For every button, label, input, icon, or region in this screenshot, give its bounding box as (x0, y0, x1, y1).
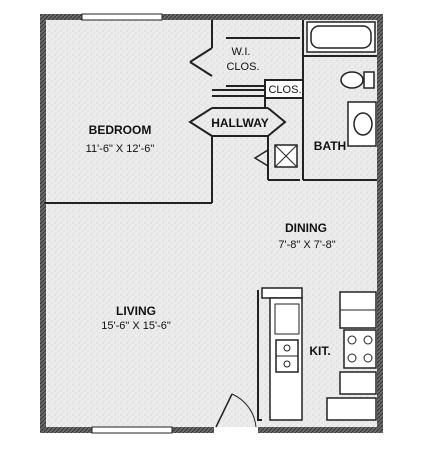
bedroom-walls (44, 20, 304, 204)
wi-closet-label-line2: CLOS. (226, 61, 259, 73)
bath-label: BATH (314, 139, 346, 153)
floor-area (42, 17, 381, 431)
exterior-walls (40, 13, 383, 434)
bedroom-label: BEDROOM (89, 123, 152, 137)
kitchen-label: KIT. (309, 344, 330, 358)
dining-label: DINING (285, 221, 327, 235)
dining-dimensions: 7'-8" X 7'-8" (278, 239, 335, 251)
living-dimensions: 15'-6" X 15'-6" (101, 320, 171, 332)
bedroom-dimensions: 11'-6" X 12'-6" (86, 143, 155, 155)
living-label: LIVING (116, 304, 156, 318)
hallway-walls (188, 79, 377, 181)
closet-label: CLOS. (268, 84, 301, 96)
bath-fixtures (303, 21, 377, 147)
hallway-label: HALLWAY (211, 116, 269, 130)
entry-door (214, 393, 258, 433)
kitchen-counters (257, 287, 377, 421)
wi-closet-label-line1: W.I. (232, 46, 251, 58)
utility-box (253, 144, 298, 168)
